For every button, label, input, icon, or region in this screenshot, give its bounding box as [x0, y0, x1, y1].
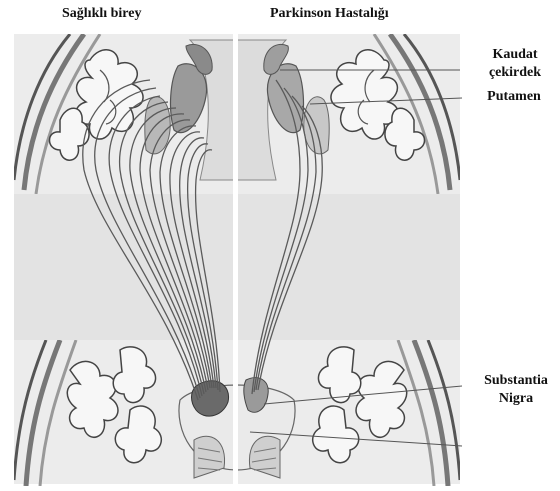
label-substantia-line1: Substantia — [476, 372, 556, 390]
header-healthy: Sağlıklı birey — [62, 6, 141, 22]
center-divider — [233, 34, 238, 486]
label-putamen: Putamen — [476, 88, 552, 106]
label-caudate-line2: çekirdek — [478, 64, 552, 82]
label-substantia-line2: Nigra — [476, 390, 556, 408]
label-caudate-line1: Kaudat — [478, 46, 552, 64]
label-substantia-nigra: Substantia Nigra — [476, 372, 556, 408]
header-parkinson: Parkinson Hastalığı — [270, 6, 389, 22]
label-caudate: Kaudat çekirdek — [478, 46, 552, 82]
